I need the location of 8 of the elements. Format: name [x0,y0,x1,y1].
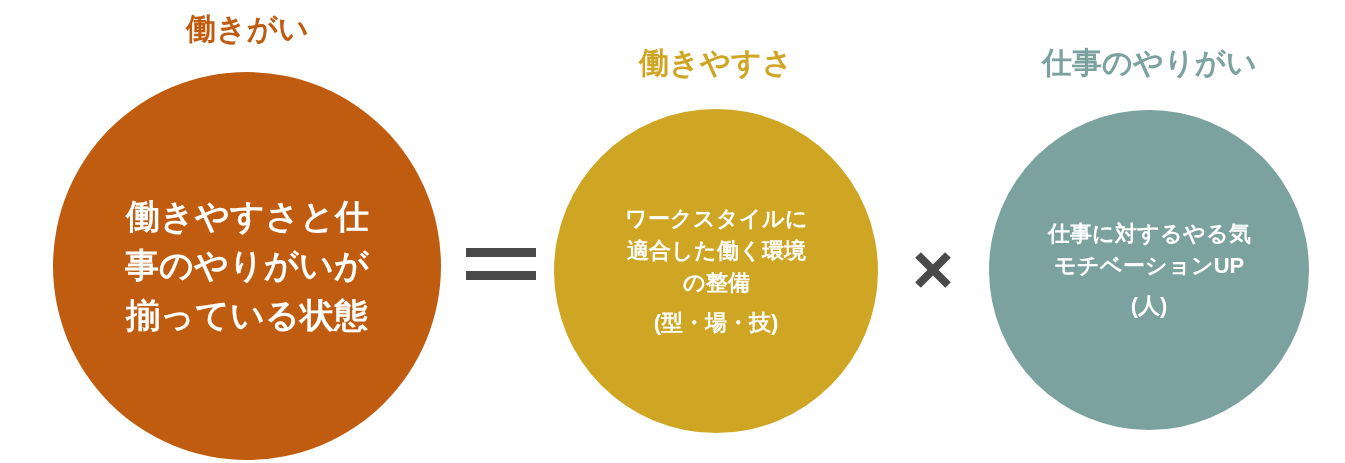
heading: 仕事のやりがい [1040,45,1258,81]
note-text: (型・場・技) [652,308,780,337]
heading: 働きがい [184,11,310,47]
circle-text: ワークスタイルに適合した働く環境の整備 [623,205,809,297]
circle-text: 働きやすさと仕事のやりがいが揃っている状態 [124,196,370,336]
note-text: (人) [1129,291,1169,320]
circle-text: 仕事に対するやる気モチベーションUP [1046,220,1252,281]
heading: 働きやすさ [637,45,794,81]
